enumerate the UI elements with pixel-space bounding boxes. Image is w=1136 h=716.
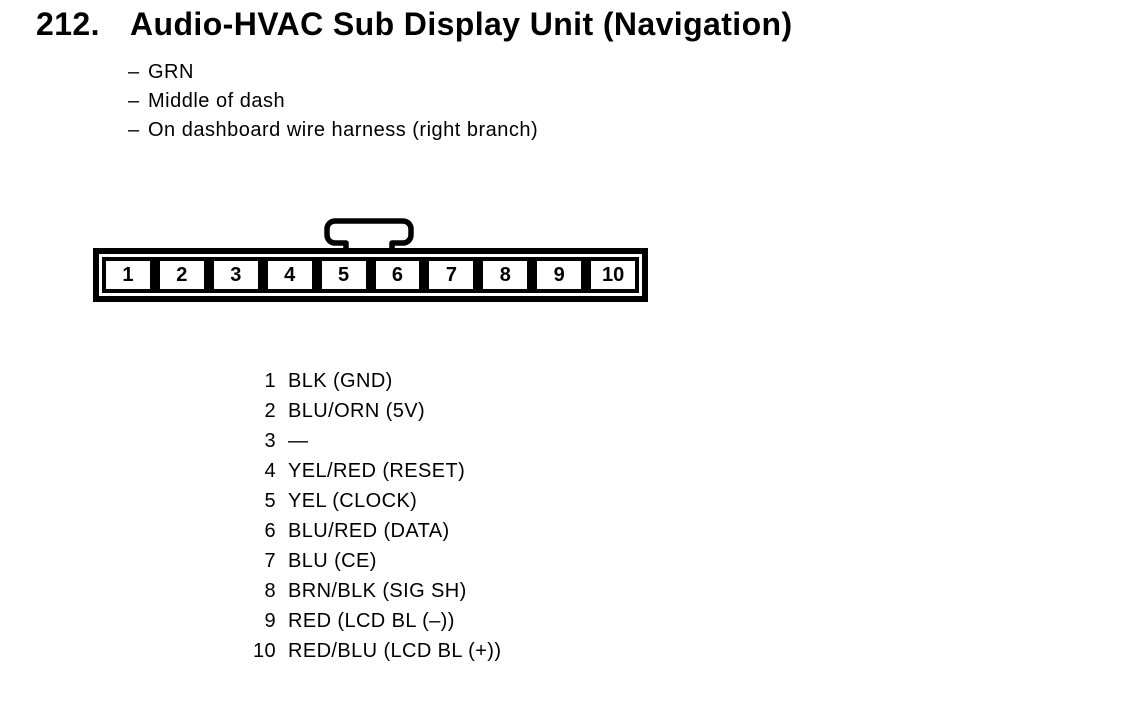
connector-pin-cell-1: 1 [106,261,150,289]
pinout-pin-number: 6 [264,519,276,542]
pinout-pin-number: 7 [264,549,276,572]
note-item-1: –GRN [128,58,538,87]
note-text: GRN [148,61,194,83]
page-title: 212. Audio-HVAC Sub Display Unit (Naviga… [36,6,793,43]
connector-pin-cell-3: 3 [213,261,258,289]
pinout-row-8: 8 BRN/BLK (SIG SH) [238,576,501,606]
notes-list: –GRN–Middle of dash–On dashboard wire ha… [128,58,538,145]
pinout-pin-label: YEL (CLOCK) [288,489,418,512]
pinout-row-7: 7 BLU (CE) [238,546,501,576]
pinout-pin-label: BLU/ORN (5V) [288,399,426,422]
pinout-pin-number: 10 [252,639,276,662]
pinout-pin-label: RED (LCD BL (–)) [288,609,455,632]
note-text: Middle of dash [148,90,286,112]
connector-latch-tab-icon [324,218,414,255]
connector-pin-cell-6: 6 [375,261,420,289]
pinout-pin-number: 8 [264,579,276,602]
connector-pin-cell-5: 5 [321,261,366,289]
pinout-pin-label: YEL/RED (RESET) [288,459,466,482]
pinout-pin-label: BLU/RED (DATA) [288,519,450,542]
pinout-row-2: 2 BLU/ORN (5V) [238,396,501,426]
connector-pin-cell-10: 10 [591,261,636,289]
pinout-row-9: 9 RED (LCD BL (–)) [238,606,501,636]
note-dash: – [128,61,140,83]
pinout-row-4: 4 YEL/RED (RESET) [238,456,501,486]
note-text: On dashboard wire harness (right branch) [148,119,539,141]
section-number: 212. [36,6,100,42]
pinout-pin-label: BLK (GND) [288,369,393,392]
pinout-row-3: 3— [238,426,501,456]
connector-pin-cell-9: 9 [537,261,582,289]
connector-pin-cell-2: 2 [159,261,204,289]
pinout-row-10: 10 RED/BLU (LCD BL (+)) [238,636,501,666]
pinout-row-6: 6 BLU/RED (DATA) [238,516,501,546]
connector-pin-cell-4: 4 [267,261,312,289]
pinout-pin-number: 3 [264,429,276,452]
pinout-pin-label: BLU (CE) [288,549,377,572]
pinout-row-5: 5 YEL (CLOCK) [238,486,501,516]
pinout-pin-number: 5 [264,489,276,512]
pinout-pin-label: BRN/BLK (SIG SH) [288,579,467,602]
pinout-pin-number: 1 [264,369,276,392]
note-dash: – [128,119,140,141]
note-item-2: –Middle of dash [128,87,538,116]
note-dash: – [128,90,140,112]
connector-pin-cell-7: 7 [429,261,474,289]
note-item-3: –On dashboard wire harness (right branch… [128,116,538,145]
pinout-pin-number: 4 [264,459,276,482]
section-title-text: Audio-HVAC Sub Display Unit (Navigation) [130,6,793,42]
pinout-pin-label: — [288,429,309,452]
pinout-pin-label: RED/BLU (LCD BL (+)) [288,639,502,662]
pinout-pin-number: 2 [264,399,276,422]
pinout-row-1: 1 BLK (GND) [238,366,501,396]
connector-pin-cell-8: 8 [483,261,528,289]
pinout-pin-number: 9 [264,609,276,632]
